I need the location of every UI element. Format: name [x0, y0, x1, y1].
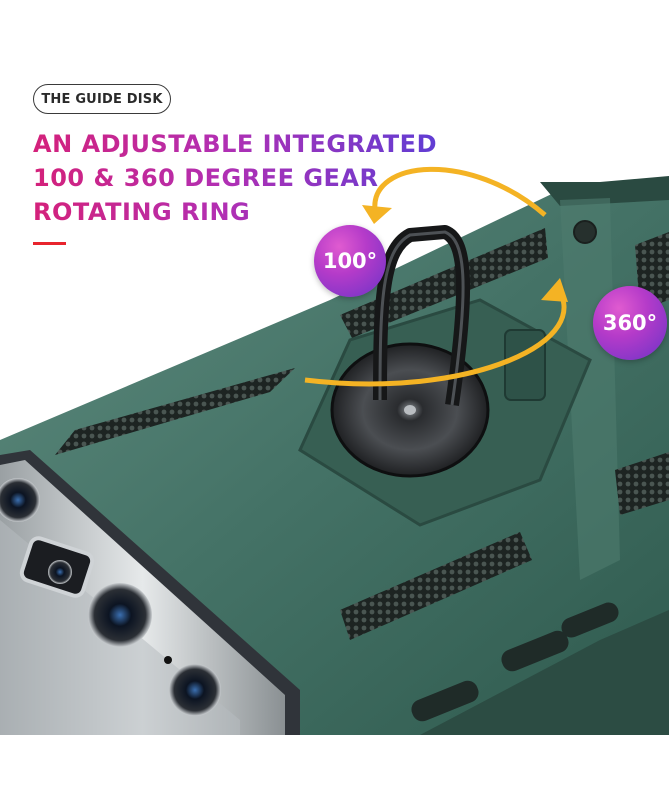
accent-divider — [33, 242, 66, 245]
camera-lens — [88, 583, 152, 647]
rotation-360-badge: 360° — [593, 286, 667, 360]
camera-lens — [169, 664, 221, 716]
headline-line-2: 100 & 360 DEGREE GEAR — [33, 164, 379, 192]
headline-line-1: AN ADJUSTABLE INTEGRATED — [33, 130, 437, 158]
headline: AN ADJUSTABLE INTEGRATED 100 & 360 DEGRE… — [33, 127, 453, 229]
camera-module — [0, 450, 300, 735]
camera-lens — [0, 478, 40, 522]
rotation-100-badge: 100° — [314, 225, 386, 297]
guide-disk-tag: THE GUIDE DISK — [33, 84, 171, 114]
grip-panels — [55, 228, 669, 640]
rotation-arrows — [304, 166, 568, 387]
headline-line-3: ROTATING RING — [33, 198, 251, 226]
